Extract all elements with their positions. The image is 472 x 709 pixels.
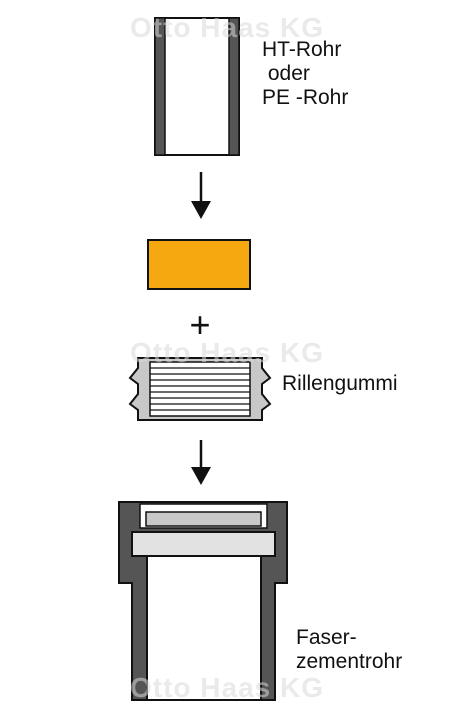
arrow-down-icon — [191, 172, 211, 219]
adapter-block — [147, 239, 251, 290]
watermark: Otto Haas KG — [130, 12, 325, 43]
label-ht-rohr: HT-Rohr oder PE -Rohr — [262, 38, 349, 109]
ht-pe-pipe — [154, 17, 240, 156]
faserzement-pipe — [118, 501, 288, 701]
watermark: Otto Haas KG — [130, 337, 325, 368]
label-faserzementrohr: Faser- zementrohr — [296, 626, 403, 673]
rillengummi-seal — [128, 357, 272, 421]
watermark: Otto Haas KG — [130, 672, 325, 703]
arrow-down-icon — [191, 440, 211, 485]
label-rillengummi: Rillengummi — [282, 372, 398, 395]
plus-sign: + — [189, 304, 210, 345]
